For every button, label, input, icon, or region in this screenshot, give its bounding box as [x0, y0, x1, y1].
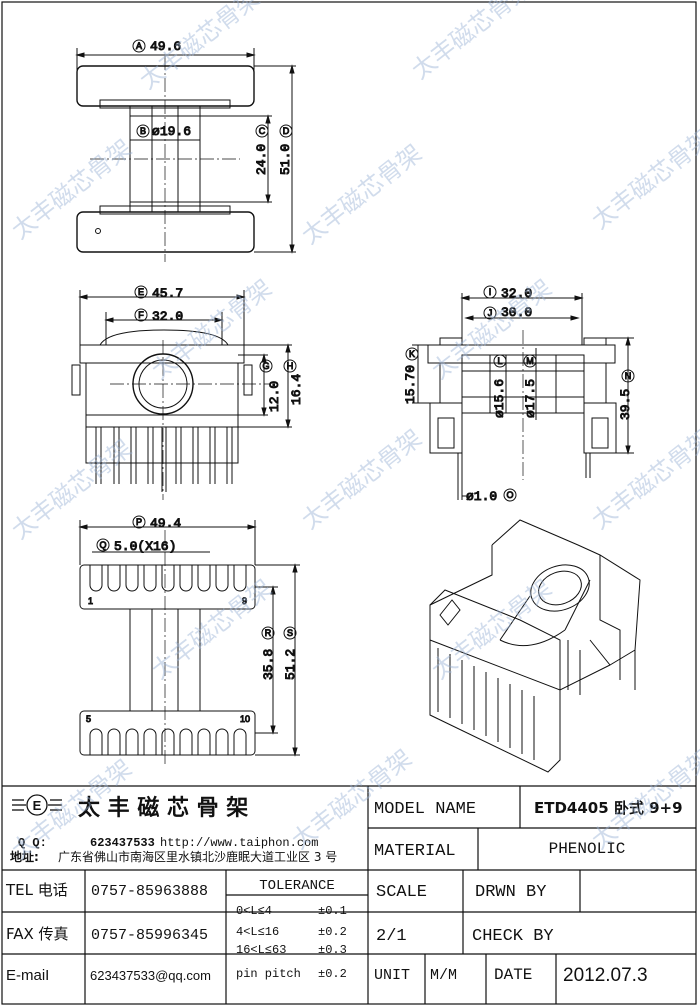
- dim-m-letter: M: [526, 356, 534, 366]
- model-name-label: MODEL NAME: [374, 800, 476, 819]
- website: http://www.taiphon.com: [160, 836, 318, 850]
- pin-label-5: 5: [86, 714, 91, 724]
- dim-d-letter: D: [283, 126, 290, 136]
- check-by-label: CHECK BY: [472, 927, 554, 946]
- dim-f-value: 32.0: [152, 309, 183, 324]
- dim-p-value: 49.4: [150, 516, 181, 531]
- watermark-3: 太丰磁芯骨架: [6, 134, 137, 245]
- dim-o-value: ø1.0: [466, 489, 497, 504]
- svg-text:B: B: [140, 126, 146, 136]
- dim-s-value: 51.2: [283, 649, 298, 680]
- fax-label: FAX 传真: [6, 925, 69, 943]
- dim-n-value: 39.5: [618, 389, 633, 420]
- dim-e-value: 45.7: [152, 286, 183, 301]
- dim-h-value: 16.4: [289, 374, 304, 405]
- address: 广东省佛山市南海区里水镇北沙鹿眠大道工业区 3 号: [58, 849, 337, 864]
- svg-text:ø19.6: ø19.6: [152, 124, 191, 139]
- tolerance-title: TOLERANCE: [259, 878, 335, 894]
- bottom-view: P 49.4 Q 5.0(X16) 1 9 5 10 R 35.8 S 51.2: [78, 515, 300, 765]
- front-view: E 45.7 F 32.0: [71, 285, 305, 500]
- title-block: [2, 785, 696, 1004]
- dim-r-letter: R: [265, 628, 272, 638]
- drawn-by-label: DRWN BY: [475, 883, 546, 902]
- dim-l-value: ø15.6: [492, 379, 507, 418]
- date-label: DATE: [494, 966, 532, 984]
- tol-range-1: 0<L≤4: [236, 904, 272, 918]
- watermark-4: 太丰磁芯骨架: [296, 139, 427, 250]
- watermark-5: 太丰磁芯骨架: [586, 124, 700, 235]
- watermark-8: 太丰磁芯骨架: [6, 434, 137, 545]
- dim-l-letter: L: [497, 356, 502, 366]
- dim-c-letter: C: [259, 126, 266, 136]
- dim-j-letter: J: [488, 308, 493, 318]
- tol-range-2: 4<L≤16: [236, 925, 279, 939]
- tel-value: 0757-85963888: [91, 883, 208, 900]
- dim-j-value: 30.0: [501, 305, 532, 320]
- address-label: 地址:: [10, 849, 39, 864]
- dim-r-value: 35.8: [261, 649, 276, 680]
- side-view: I 32.0 J 30.0 K 15.70 L ø15: [403, 285, 635, 505]
- dim-g-letter: G: [262, 361, 269, 371]
- watermarks: 太丰磁芯骨架 太丰磁芯骨架 太丰磁芯骨架 太丰磁芯骨架 太丰磁芯骨架 太丰磁芯骨…: [6, 0, 700, 865]
- dim-a-letter: A: [136, 41, 142, 51]
- model-name-value: ETD4405 卧式 9+9: [534, 799, 683, 817]
- dim-o-letter: O: [506, 490, 513, 500]
- isometric-view: [429, 519, 641, 773]
- dim-i-value: 32.0: [501, 286, 532, 301]
- company-logo: E: [12, 794, 62, 816]
- tel-label: TEL 电话: [5, 881, 68, 899]
- dim-p-letter: P: [136, 517, 142, 527]
- dim-m-value: ø17.5: [523, 379, 538, 418]
- fax-value: 0757-85996345: [91, 927, 208, 944]
- dim-f-letter: F: [138, 310, 144, 320]
- qq-label: Q Q:: [18, 836, 47, 850]
- company-name: 太 丰 磁 芯 骨 架: [78, 795, 248, 821]
- unit-label: UNIT: [374, 967, 410, 984]
- tol-value-1: ±0.1: [318, 904, 347, 918]
- dim-i-letter: I: [489, 287, 492, 297]
- dim-b-label: B ø19.6: [136, 124, 192, 140]
- dim-k-letter: K: [409, 349, 415, 359]
- dim-a-label: A 49.6: [132, 39, 182, 55]
- top-view: A 49.6 B ø19.6 C 24.0: [75, 39, 296, 262]
- dim-c-value: 24.0: [254, 144, 269, 175]
- scale-label: SCALE: [376, 883, 427, 902]
- dim-q-value: 5.0(X16): [114, 539, 176, 554]
- date-value: 2012.07.3: [563, 965, 648, 986]
- tol-value-2: ±0.2: [318, 925, 347, 939]
- dim-a-value: 49.6: [150, 39, 181, 54]
- dim-n-letter: N: [625, 371, 632, 381]
- dim-g-value: 12.0: [267, 381, 282, 412]
- watermark-7: 太丰磁芯骨架: [426, 274, 557, 385]
- watermark-2: 太丰磁芯骨架: [406, 0, 537, 85]
- tol-range-4: pin pitch: [236, 967, 301, 981]
- pin-label-9: 9: [242, 596, 247, 606]
- email-label: E-maiI: [6, 967, 49, 984]
- dim-q-letter: Q: [99, 540, 106, 550]
- material-value: PHENOLIC: [549, 840, 626, 858]
- qq-value: 623437533: [90, 836, 155, 850]
- tol-range-3: 16<L≤63: [236, 943, 286, 957]
- scale-value: 2/1: [376, 927, 407, 946]
- material-label: MATERIAL: [374, 842, 456, 861]
- pin-label-1: 1: [88, 596, 93, 606]
- dim-k-value: 15.70: [403, 365, 418, 404]
- pin-label-10: 10: [240, 714, 250, 724]
- dim-d-value: 51.0: [278, 144, 293, 175]
- tol-value-3: ±0.3: [318, 943, 347, 957]
- dim-s-letter: S: [287, 628, 293, 638]
- tol-value-4: ±0.2: [318, 967, 347, 981]
- email-value: 623437533@qq.com: [90, 968, 211, 983]
- logo-letter: E: [33, 798, 42, 813]
- watermark-9: 太丰磁芯骨架: [296, 424, 427, 535]
- dim-h-letter: H: [287, 361, 294, 371]
- watermark-10: 太丰磁芯骨架: [586, 424, 700, 535]
- unit-value: M/M: [430, 967, 457, 984]
- dim-e-letter: E: [138, 287, 144, 297]
